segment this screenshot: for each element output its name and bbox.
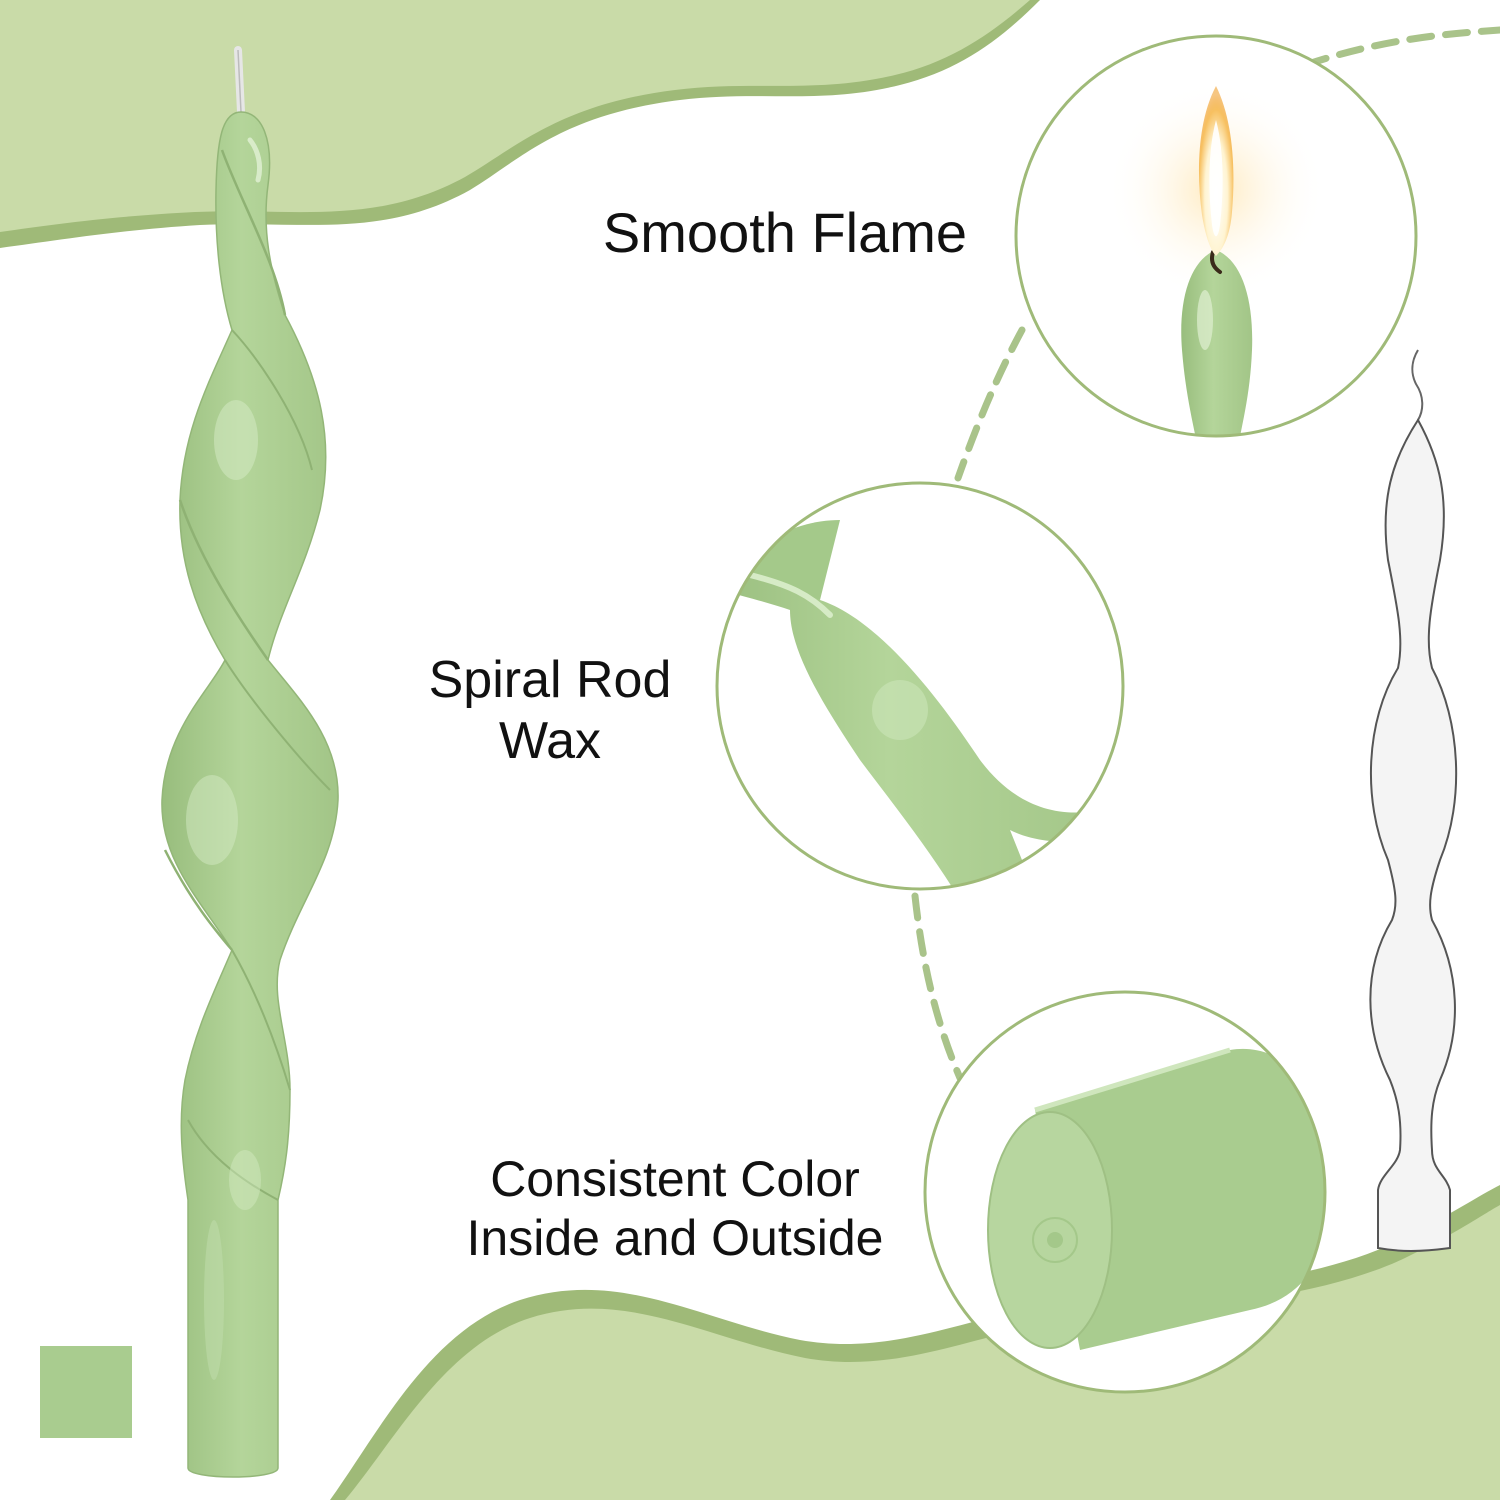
- spiral-candle-icon: [161, 46, 339, 1478]
- color-swatch-icon: [40, 1346, 132, 1438]
- candle-outline-icon: [1369, 349, 1458, 1252]
- feature-label-line: Wax: [498, 712, 602, 771]
- bottom-wave-light: [345, 1205, 1500, 1500]
- feature-label-consistent-color: Consistent Color Inside and Outside: [435, 1150, 915, 1268]
- candle-flame-closeup-icon: [1014, 34, 1418, 438]
- candle-base-closeup-icon: [923, 990, 1327, 1394]
- feature-label-line: Spiral Rod: [428, 651, 672, 709]
- feature-label-smooth-flame: Smooth Flame: [560, 200, 1010, 266]
- feature-label-spiral-rod-wax: Spiral Rod Wax: [385, 650, 715, 773]
- feature-label-line: Consistent Color: [490, 1151, 860, 1207]
- dashed-connector-lower: [911, 892, 964, 1082]
- feature-label-line: Inside and Outside: [466, 1210, 884, 1266]
- dashed-connector-middle: [954, 326, 1026, 482]
- spiral-wax-closeup-icon: [715, 481, 1125, 891]
- dashed-connector-top: [1301, 26, 1500, 69]
- top-wave-light: [0, 0, 1030, 232]
- feature-label-line: Smooth Flame: [602, 201, 968, 264]
